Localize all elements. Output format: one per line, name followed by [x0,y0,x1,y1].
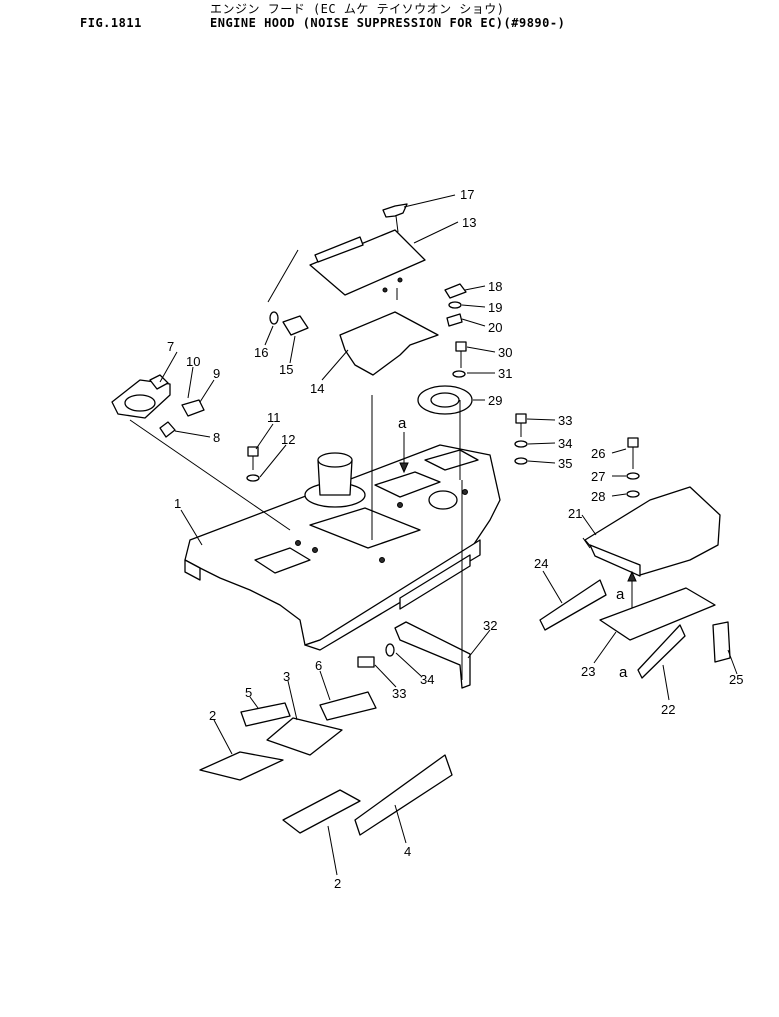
callout-34-second: 34 [420,672,434,687]
side-seal-23-part [599,587,716,641]
callout-31: 31 [498,366,512,381]
bolt-30-part [452,341,467,378]
callout-2-second: 2 [334,876,341,891]
callout-5: 5 [245,685,252,700]
callout-17: 17 [460,187,474,202]
callout-12: 12 [281,432,295,447]
bolt-26-part [626,437,640,498]
callout-25: 25 [729,672,743,687]
side-seal-22-part [637,624,686,679]
side-seal-25-part [712,621,731,663]
callout-6: 6 [315,658,322,673]
callout-34: 34 [558,436,572,451]
callout-28: 28 [591,489,605,504]
bracket-plate-part [111,374,205,438]
callout-9: 9 [213,366,220,381]
callout-4: 4 [404,844,411,859]
callout-labels: 17 13 18 19 20 30 31 29 33 34 35 26 27 2… [167,187,743,891]
callout-1: 1 [174,496,181,511]
support-bracket-part [394,621,471,689]
grommet-ring-part [417,385,473,415]
insulation-pad-part [339,311,439,376]
callout-33-second: 33 [392,686,406,701]
reference-mark-a-duct: a [616,586,625,603]
bolt-11-part [246,446,260,482]
callout-13: 13 [462,215,476,230]
callout-22: 22 [661,702,675,717]
lower-pads-part [199,691,453,836]
callout-35: 35 [558,456,572,471]
callout-30: 30 [498,345,512,360]
callout-10: 10 [186,354,200,369]
callout-7: 7 [167,339,174,354]
callout-8: 8 [213,430,220,445]
callout-leaders [159,194,738,876]
callout-3: 3 [283,669,290,684]
page-title: ENGINE HOOD (NOISE SUPPRESSION FOR EC)(#… [210,16,566,30]
callout-26: 26 [591,446,605,461]
reference-mark-a-seal: a [619,664,628,681]
cover-plate-part [309,229,426,296]
duct-cover-part [584,486,721,577]
reference-mark-a-hood: a [398,415,407,432]
side-seal-24-part [539,579,607,631]
bolt-33-lower-part [357,643,395,668]
callout-15: 15 [279,362,293,377]
callout-14: 14 [310,381,324,396]
callout-2: 2 [209,708,216,723]
callout-32: 32 [483,618,497,633]
hinge-hardware-part [444,283,467,327]
callout-16: 16 [254,345,268,360]
callout-18: 18 [488,279,502,294]
callout-19: 19 [488,300,502,315]
callout-27: 27 [591,469,605,484]
engine-hood-part [184,444,501,651]
reference-marks: a a a [398,415,628,681]
callout-23: 23 [581,664,595,679]
wing-bolt-part [382,203,408,233]
figure-number: FIG.1811 [80,16,142,30]
callout-21: 21 [568,506,582,521]
callout-24: 24 [534,556,548,571]
direction-arrows [399,432,637,608]
title-katakana: エンジン フード (EC ムケ テイソウオン ショウ) [210,2,505,16]
bolt-washer-part [269,311,309,336]
callout-11: 11 [267,410,281,425]
callout-29: 29 [488,393,502,408]
callout-20: 20 [488,320,502,335]
callout-33: 33 [558,413,572,428]
assembly-guide-lines [129,249,591,680]
bolt-33-part [514,413,528,465]
